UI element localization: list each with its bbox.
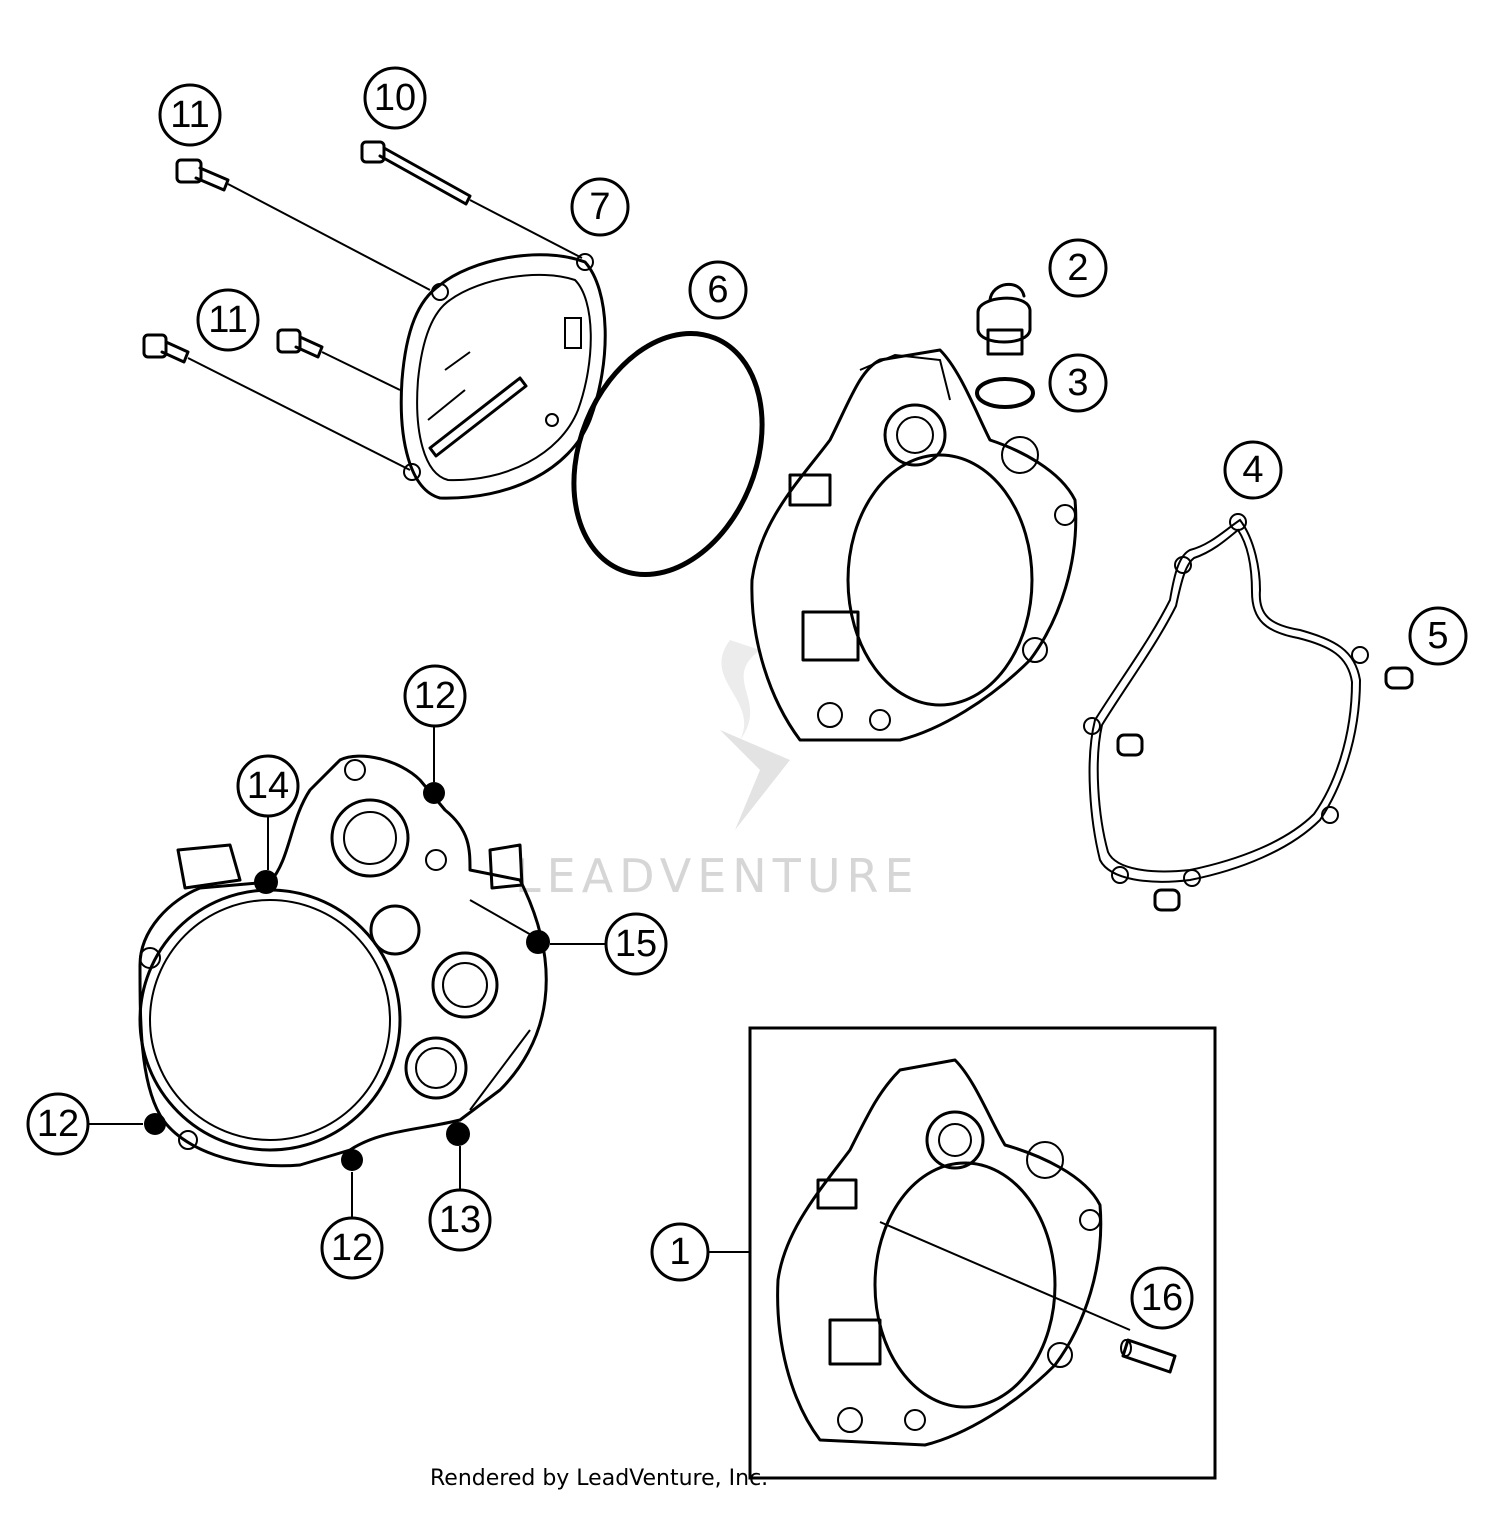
callout-4: 4: [1223, 440, 1283, 500]
clutch-cover-housing: [750, 348, 1078, 742]
callout-13: 13: [428, 1188, 492, 1252]
watermark: LEADVENTURE: [515, 640, 920, 903]
part-3-seal-ring: [975, 377, 1035, 409]
part-5-dowel: [1384, 666, 1414, 690]
svg-text:12: 12: [331, 1227, 373, 1269]
callout-14: 14: [236, 754, 300, 818]
part-6-o-ring: [571, 331, 765, 577]
callout-5: 5: [1408, 606, 1468, 666]
watermark-text: LEADVENTURE: [515, 849, 920, 903]
callout-11-lower: 11: [196, 288, 260, 352]
svg-text:2: 2: [1067, 247, 1088, 289]
leader-lines: [88, 722, 1131, 1331]
part-16-pin: [1120, 1338, 1177, 1374]
part-7-clutch-cover: [399, 253, 607, 500]
svg-text:6: 6: [707, 269, 728, 311]
part-4-gasket: [1083, 513, 1369, 912]
svg-text:15: 15: [615, 923, 657, 965]
callout-3: 3: [1048, 353, 1108, 413]
svg-text:11: 11: [170, 94, 209, 136]
callout-15: 15: [604, 912, 668, 976]
detail-box: [748, 1026, 1217, 1480]
callout-2: 2: [1048, 238, 1108, 298]
part-2-oil-plug: [976, 282, 1032, 356]
svg-text:16: 16: [1141, 1277, 1183, 1319]
inner-clutch-cover: [138, 754, 548, 1168]
svg-text:11: 11: [208, 299, 247, 341]
part-11-bolt-middle: [276, 328, 401, 391]
svg-text:12: 12: [37, 1103, 79, 1145]
svg-text:4: 4: [1242, 449, 1263, 491]
part-1-cover-assembly: [776, 1058, 1103, 1447]
watermark-logo: [720, 730, 790, 830]
part-10-bolt: [360, 140, 583, 259]
svg-text:3: 3: [1067, 362, 1088, 404]
callout-11-upper: 11: [158, 83, 222, 147]
part-11-bolt-lower: [142, 333, 411, 471]
callout-1: 1: [650, 1222, 710, 1282]
svg-text:12: 12: [414, 675, 456, 717]
svg-text:13: 13: [439, 1199, 481, 1241]
callout-12-left: 12: [26, 1092, 90, 1156]
callout-7: 7: [570, 177, 630, 237]
callout-10: 10: [363, 66, 427, 130]
watermark-flame: [721, 640, 760, 740]
svg-text:5: 5: [1427, 615, 1448, 657]
callout-12-bottom: 12: [320, 1216, 384, 1280]
svg-text:10: 10: [374, 77, 416, 119]
svg-text:14: 14: [247, 765, 289, 807]
part-11-bolt-upper: [175, 158, 431, 291]
callout-6: 6: [688, 260, 748, 320]
credit-text: Rendered by LeadVenture, Inc.: [430, 1466, 769, 1491]
svg-text:7: 7: [589, 186, 610, 228]
svg-text:1: 1: [669, 1231, 690, 1273]
inner-cover-fittings: [144, 782, 550, 1171]
callout-16: 16: [1130, 1266, 1194, 1330]
callout-12-top: 12: [403, 664, 467, 728]
